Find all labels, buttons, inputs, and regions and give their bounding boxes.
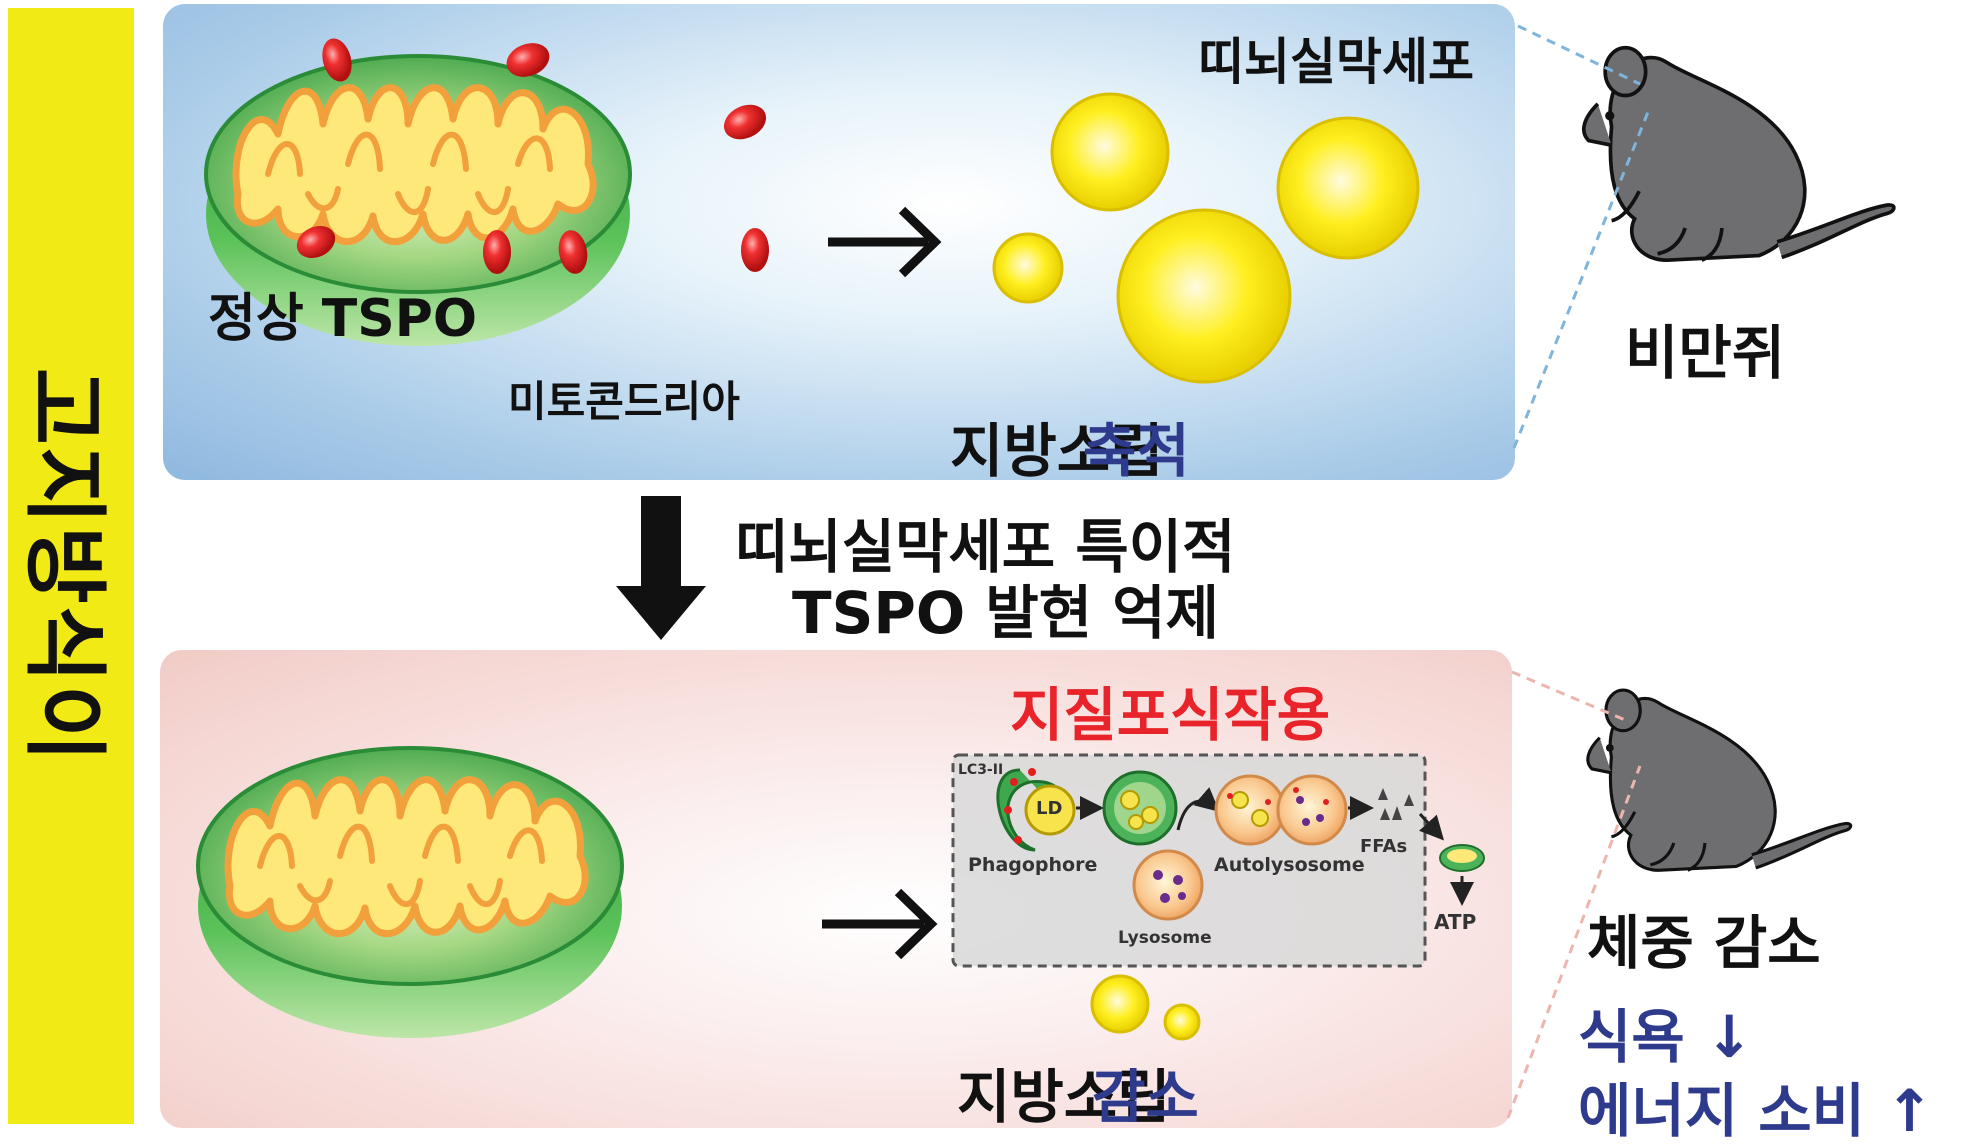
tspo-protein-markers bbox=[296, 38, 769, 274]
right-arrow-icon bbox=[822, 888, 938, 960]
atp-label: ATP bbox=[1434, 910, 1477, 934]
ffas-label: FFAs bbox=[1360, 836, 1408, 857]
autolysosome-label: Autolysosome bbox=[1214, 854, 1365, 876]
fat-state-label: 감소 bbox=[1092, 1063, 1199, 1131]
lysosome-label: Lysosome bbox=[1118, 928, 1212, 948]
ld-label: LD bbox=[1036, 798, 1063, 819]
cell-type-label: 띠뇌실막세포 bbox=[1198, 33, 1474, 91]
fat-droplet-label: 지방소립 bbox=[957, 1063, 1171, 1131]
tspo-label: 정상 TSPO bbox=[208, 289, 478, 349]
energy-expenditure-label: 에너지 소비 ↑ bbox=[1578, 1077, 1934, 1145]
right-arrow-icon bbox=[828, 206, 942, 278]
zoom-connector bbox=[1506, 670, 1642, 1119]
zoom-connector bbox=[1512, 24, 1650, 449]
lipophagy-inset bbox=[951, 753, 1485, 968]
lipophagy-title: 지질포식작용 bbox=[1010, 681, 1331, 749]
fat-droplet-label: 지방소립 bbox=[950, 417, 1164, 485]
mouse-icon bbox=[1586, 688, 1853, 872]
mitochondria-label: 미토콘드리아 bbox=[508, 377, 740, 426]
mitochondrion-icon bbox=[198, 748, 622, 1038]
intervention-line-2: TSPO 발현 억제 bbox=[792, 579, 1219, 647]
obese-mouse-label: 비만쥐 bbox=[1625, 319, 1786, 387]
intervention-line-1: 띠뇌실막세포 특이적 bbox=[735, 513, 1236, 581]
weight-loss-label: 체중 감소 bbox=[1587, 909, 1821, 977]
down-arrow-icon bbox=[616, 496, 706, 640]
appetite-label: 식욕 ↓ bbox=[1578, 1003, 1754, 1071]
lipid-droplet-icon bbox=[1090, 974, 1201, 1041]
phagophore-label: Phagophore bbox=[968, 854, 1098, 876]
side-bar bbox=[8, 8, 134, 1124]
fat-state-label: 축적 bbox=[1083, 417, 1190, 485]
lc3-label: LC3-II bbox=[958, 762, 1004, 778]
mouse-icon bbox=[1581, 45, 1896, 263]
lipid-droplet-icon bbox=[992, 92, 1420, 384]
